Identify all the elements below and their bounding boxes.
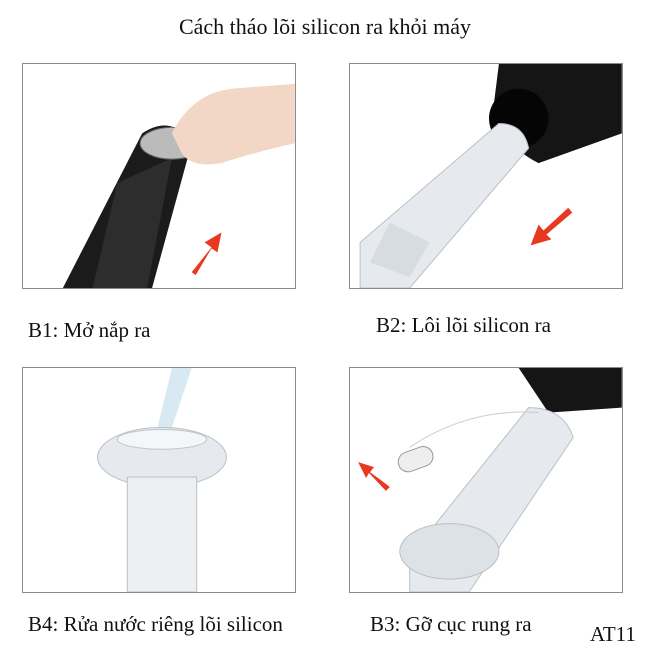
vibrator-bullet-icon — [397, 411, 539, 473]
arrow-up-left-icon — [358, 462, 390, 491]
silicon-sleeve-icon — [399, 407, 574, 592]
water-stream-icon — [157, 368, 192, 430]
step-3-illustration — [349, 367, 623, 593]
step-3-caption: B3: Gỡ cục rung ra — [370, 612, 532, 636]
hand-icon — [171, 83, 295, 165]
arrow-down-left-icon — [530, 207, 573, 246]
arrow-up-icon — [191, 232, 222, 276]
silicon-sleeve-icon — [359, 122, 530, 288]
step-1-illustration — [22, 63, 296, 289]
device-body-icon — [62, 125, 205, 288]
device-head-icon — [518, 368, 622, 413]
step-2-caption: B2: Lôi lõi silicon ra — [376, 313, 551, 337]
silicon-sleeve-icon — [97, 426, 227, 592]
step-4-illustration — [22, 367, 296, 593]
step-4-caption: B4: Rửa nước riêng lõi silicon — [28, 612, 283, 636]
step-2-illustration — [349, 63, 623, 289]
step-1-caption: B1: Mở nắp ra — [28, 318, 151, 342]
product-code: AT11 — [590, 622, 636, 646]
page-title: Cách tháo lõi silicon ra khỏi máy — [178, 14, 472, 39]
